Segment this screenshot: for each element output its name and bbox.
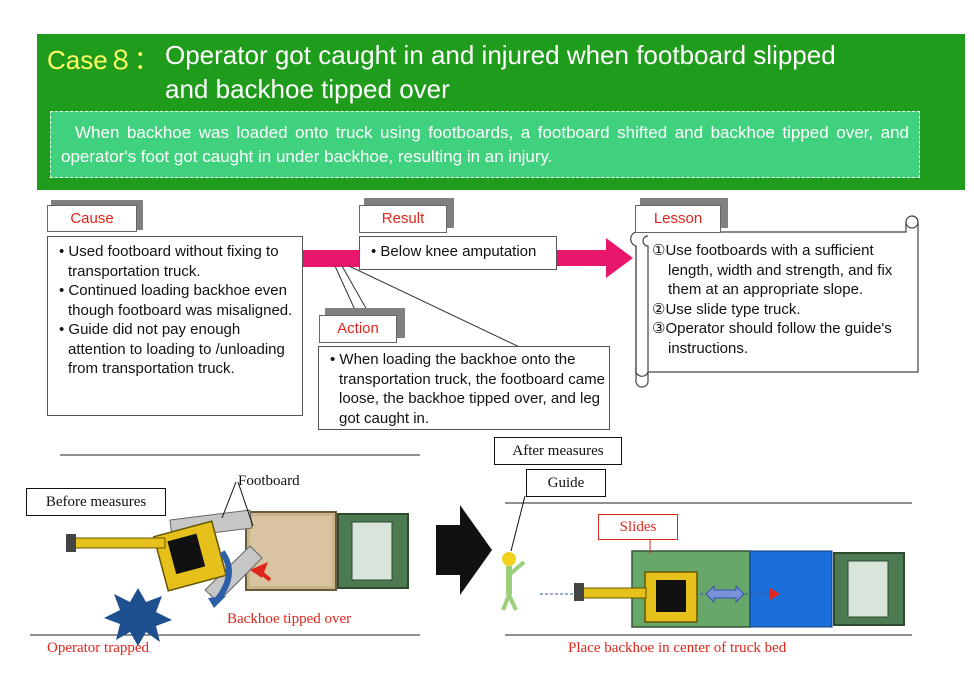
title-line-1: Operator got caught in and injured when … bbox=[165, 40, 836, 70]
action-box: When loading the backhoe onto the transp… bbox=[318, 346, 610, 430]
cause-item: Used footboard without fixing to transpo… bbox=[54, 242, 298, 281]
lesson-label: Lesson bbox=[635, 205, 721, 233]
cause-label: Cause bbox=[47, 205, 137, 232]
before-after-arrow bbox=[436, 505, 492, 595]
lesson-item: ②Use slide type truck. bbox=[652, 300, 801, 318]
lesson-scroll bbox=[630, 215, 919, 377]
center-label: Place backhoe in center of truck bed bbox=[568, 640, 787, 656]
lesson-item: ①Use footboards with a sufficient length… bbox=[652, 242, 893, 298]
flow-bar-cause-result bbox=[302, 250, 360, 267]
summary-box: When backhoe was loaded onto truck using… bbox=[50, 111, 920, 178]
footboard-label: Footboard bbox=[238, 473, 300, 489]
result-box: Below knee amputation bbox=[359, 236, 557, 270]
cause-item: Continued loading backhoe even though fo… bbox=[54, 281, 298, 320]
lesson-item: ③Operator should follow the guide's inst… bbox=[652, 320, 892, 357]
operator-trapped-label: Operator trapped bbox=[47, 640, 150, 656]
result-item: Below knee amputation bbox=[366, 242, 550, 262]
lesson-list: ①Use footboards with a sufficient length… bbox=[652, 241, 914, 358]
case-label: Case８： bbox=[47, 45, 160, 75]
result-label: Result bbox=[359, 205, 447, 233]
action-item: When loading the backhoe onto the transp… bbox=[325, 350, 605, 428]
guide-label: Guide bbox=[526, 469, 606, 497]
before-measures-label: Before measures bbox=[26, 488, 166, 516]
cause-box: Used footboard without fixing to transpo… bbox=[47, 236, 303, 416]
after-measures-label: After measures bbox=[494, 437, 622, 465]
tipped-over-label: Backhoe tipped over bbox=[227, 611, 352, 627]
slides-label: Slides bbox=[598, 514, 678, 540]
title-line-2: and backhoe tipped over bbox=[165, 74, 450, 104]
cause-item: Guide did not pay enough attention to lo… bbox=[54, 320, 298, 379]
after-illustration bbox=[501, 495, 905, 628]
action-label: Action bbox=[319, 315, 397, 343]
flow-arrow-result-lesson bbox=[556, 238, 633, 278]
before-illustration bbox=[66, 509, 409, 646]
